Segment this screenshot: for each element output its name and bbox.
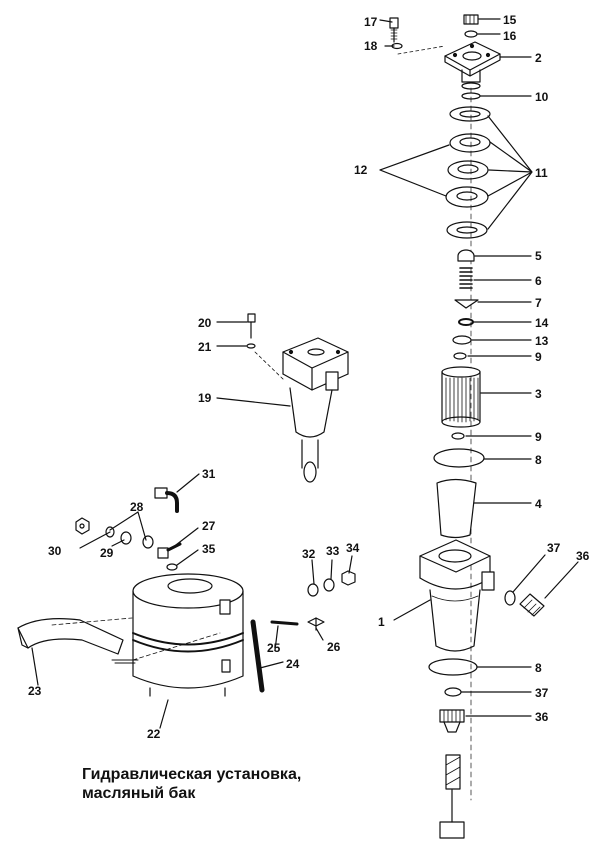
part-36-fitting-lower <box>439 709 465 733</box>
callout-17: 17 <box>364 15 378 29</box>
callout-37-side: 37 <box>547 541 561 555</box>
callout-14: 14 <box>535 316 549 330</box>
part-30-nut <box>75 517 90 535</box>
part-7-spring-seat <box>454 299 479 309</box>
part-13-o-ring <box>452 335 472 345</box>
callout-20: 20 <box>198 316 212 330</box>
callout-31: 31 <box>202 467 216 481</box>
part-8-seal-lower <box>428 658 478 676</box>
part-26-clamp <box>307 617 325 631</box>
callout-8-upper: 8 <box>535 453 542 467</box>
callout-23: 23 <box>28 684 42 698</box>
callout-37-lower: 37 <box>535 686 549 700</box>
part-9-o-ring-lower <box>451 432 465 440</box>
part-20-bolt <box>247 313 256 339</box>
diagram-caption: Гидравлическая установка, масляный бак <box>82 765 301 803</box>
part-25-pin <box>270 620 299 626</box>
callout-16: 16 <box>503 29 517 43</box>
callout-labels: 17 18 15 16 2 10 12 11 5 6 7 14 13 9 3 9… <box>28 13 590 741</box>
callout-26: 26 <box>327 640 341 654</box>
part-16-o-ring <box>464 30 478 38</box>
part-9-o-ring-upper <box>453 352 467 360</box>
part-6-spring <box>459 267 473 289</box>
caption-line-1: Гидравлическая установка, <box>82 766 302 783</box>
part-21-washer <box>246 343 256 349</box>
callout-7: 7 <box>535 296 542 310</box>
part-24-rod <box>250 619 265 693</box>
part-37-o-ring-side <box>504 590 516 606</box>
part-37-o-ring-lower <box>444 687 462 697</box>
callout-36-lower: 36 <box>535 710 549 724</box>
callout-22: 22 <box>147 727 161 741</box>
part-8-seal-upper <box>433 448 485 468</box>
callout-6: 6 <box>535 274 542 288</box>
callout-8-lower: 8 <box>535 661 542 675</box>
part-11-12-washer-stack <box>445 106 491 239</box>
part-17-bolt <box>389 17 399 43</box>
part-4-inner-cup <box>436 478 477 539</box>
part-22-oil-tank <box>132 573 244 697</box>
callout-28: 28 <box>130 500 144 514</box>
callout-9-lower: 9 <box>535 430 542 444</box>
callout-24: 24 <box>286 657 300 671</box>
part-27-elbow <box>157 542 182 559</box>
callout-34: 34 <box>346 541 360 555</box>
callout-32: 32 <box>302 547 316 561</box>
callout-9-upper: 9 <box>535 350 542 364</box>
callout-29: 29 <box>100 546 114 560</box>
callout-5: 5 <box>535 249 542 263</box>
callout-25: 25 <box>267 641 281 655</box>
part-28-29-washers <box>105 526 154 549</box>
callout-3: 3 <box>535 387 542 401</box>
callout-33: 33 <box>326 544 340 558</box>
callout-2: 2 <box>535 51 542 65</box>
part-36-fitting-side <box>519 593 545 617</box>
part-5-valve-ball <box>457 249 475 262</box>
caption-line-2: масляный бак <box>82 785 196 802</box>
callout-19: 19 <box>198 391 212 405</box>
part-15-plug <box>463 14 479 25</box>
callout-36-side: 36 <box>576 549 590 563</box>
callout-27: 27 <box>202 519 216 533</box>
part-23-strap <box>17 618 139 664</box>
callout-15: 15 <box>503 13 517 27</box>
callout-11: 11 <box>535 166 548 180</box>
part-31-elbow <box>154 487 179 513</box>
callout-35: 35 <box>202 542 216 556</box>
callout-21: 21 <box>198 340 212 354</box>
part-19-filter-module <box>282 337 349 483</box>
callout-10: 10 <box>535 90 549 104</box>
part-1-filter-housing <box>419 539 495 652</box>
callout-4: 4 <box>535 497 542 511</box>
part-35-ring <box>166 563 178 571</box>
part-32-34-fittings <box>307 570 356 597</box>
hose-fitting-assembly <box>439 754 465 839</box>
callout-12: 12 <box>354 163 368 177</box>
callout-13: 13 <box>535 334 549 348</box>
part-14-circlip <box>458 318 474 326</box>
part-3-filter-element <box>441 366 481 428</box>
callout-18: 18 <box>364 39 378 53</box>
callout-1: 1 <box>378 615 385 629</box>
callout-30: 30 <box>48 544 62 558</box>
part-2-filter-head <box>444 41 501 90</box>
